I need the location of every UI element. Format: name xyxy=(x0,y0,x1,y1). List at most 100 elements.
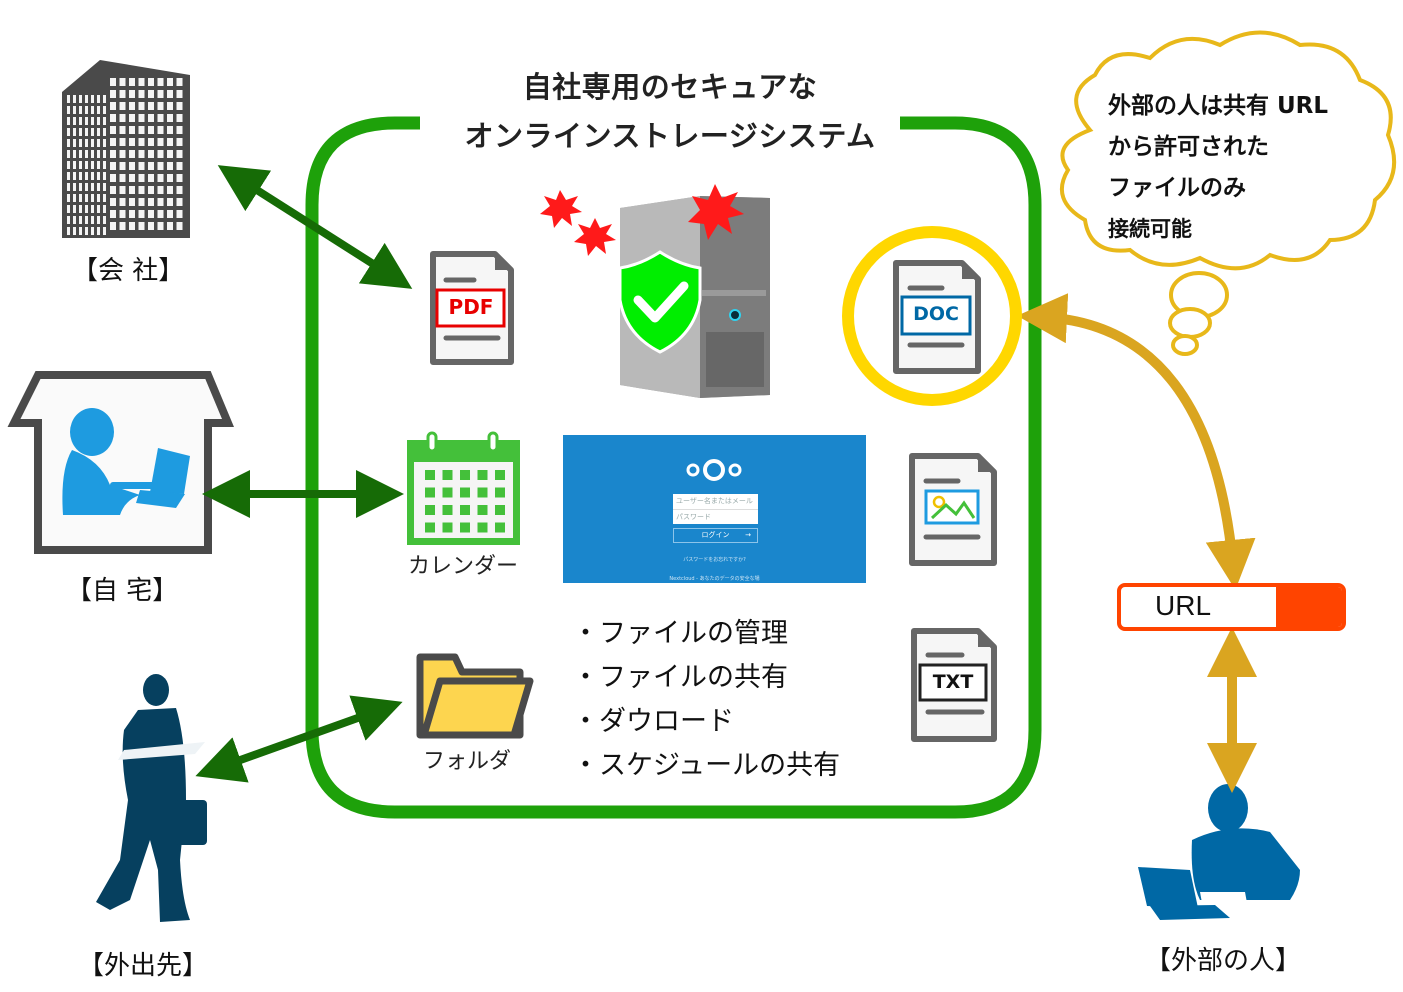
forgot-password-link[interactable]: パスワードをお忘れですか? xyxy=(683,557,746,563)
building-window xyxy=(119,138,126,146)
building-window xyxy=(67,128,70,136)
building-window xyxy=(157,186,164,194)
building-window xyxy=(167,150,173,158)
arrow-doc-url xyxy=(1017,293,1256,590)
building-window xyxy=(138,90,145,98)
building-window xyxy=(129,210,135,218)
building-window xyxy=(73,117,76,125)
building-window xyxy=(167,102,173,110)
building-window xyxy=(167,126,173,134)
building-window xyxy=(73,150,76,158)
building-window xyxy=(73,106,76,114)
calendar-day xyxy=(495,470,505,480)
building-window xyxy=(85,128,88,136)
building-window xyxy=(157,90,164,98)
building-window xyxy=(148,186,154,194)
calendar-day xyxy=(442,487,453,498)
building-window xyxy=(119,126,126,134)
thought-cloud xyxy=(1059,30,1397,356)
building-window xyxy=(97,227,100,235)
cloud-line: ファイルのみ xyxy=(1108,175,1246,201)
building-window xyxy=(79,161,82,169)
building-window xyxy=(119,210,126,218)
building-window xyxy=(110,138,116,146)
login-button-label: ログイン xyxy=(701,531,730,539)
txt-file-icon xyxy=(911,628,997,742)
building-window xyxy=(176,198,183,206)
building-window xyxy=(103,205,106,213)
calendar-day xyxy=(442,505,453,515)
building-window xyxy=(97,150,100,158)
building-window xyxy=(110,162,116,170)
building-window xyxy=(129,150,135,158)
feature-item: ・ファイルの管理 xyxy=(572,618,788,649)
building-window xyxy=(167,198,173,206)
building-window xyxy=(91,139,94,147)
building-window xyxy=(85,117,88,125)
building-window xyxy=(138,114,145,122)
building-window xyxy=(167,78,173,86)
building-window xyxy=(79,128,82,136)
building-window xyxy=(67,150,70,158)
building-window xyxy=(67,183,70,191)
building-window xyxy=(97,172,100,180)
building-window xyxy=(119,198,126,206)
calendar-day xyxy=(425,470,435,480)
building-window xyxy=(79,216,82,224)
building-window xyxy=(67,106,70,114)
feature-item: ・ダウロード xyxy=(572,706,734,737)
building-window xyxy=(119,90,126,98)
calendar-day xyxy=(425,522,435,533)
building-window xyxy=(148,78,154,86)
building-window xyxy=(91,227,94,235)
building-window xyxy=(110,102,116,110)
username-input[interactable]: ユーザー名またはメールア! xyxy=(673,494,758,520)
building-window xyxy=(97,128,100,136)
building-window xyxy=(73,95,76,103)
folder-caption: フォルダ xyxy=(423,749,512,774)
building-window xyxy=(148,210,154,218)
pdf-file-icon xyxy=(430,251,514,365)
building-window xyxy=(138,198,145,206)
building-window xyxy=(176,90,183,98)
building-window xyxy=(167,174,173,182)
building-window xyxy=(67,216,70,224)
building-window xyxy=(129,126,135,134)
feature-item: ・スケジュールの共有 xyxy=(572,750,841,781)
calendar-day xyxy=(495,487,505,498)
building-window xyxy=(73,172,76,180)
building-window xyxy=(138,186,145,194)
building-window xyxy=(91,106,94,114)
calendar-day xyxy=(495,522,505,533)
building-window xyxy=(148,162,154,170)
office-building-icon xyxy=(62,60,190,238)
building-window xyxy=(103,227,106,235)
building-window xyxy=(138,174,145,182)
building-window xyxy=(67,95,70,103)
building-window xyxy=(97,117,100,125)
building-window xyxy=(129,162,135,170)
building-window xyxy=(103,95,106,103)
password-input[interactable]: パスワード xyxy=(673,509,758,524)
url-box-accent xyxy=(1276,587,1342,627)
system-boundary xyxy=(305,116,1042,819)
building-window xyxy=(73,205,76,213)
building-window xyxy=(103,117,106,125)
share-url-box[interactable]: URL xyxy=(1117,583,1346,631)
login-button[interactable]: ログイン → xyxy=(673,528,758,543)
building-window xyxy=(138,102,145,110)
calendar-day xyxy=(477,522,488,533)
building-window xyxy=(138,78,145,86)
cloud-bubble-text: 外部の人は共有 URL から許可された ファイルのみ 接続可能 xyxy=(1108,86,1328,250)
cloud-line: 接続可能 xyxy=(1108,217,1192,241)
building-window xyxy=(167,222,173,230)
building-window xyxy=(97,194,100,202)
building-window xyxy=(79,139,82,147)
building-window xyxy=(110,174,116,182)
building-window xyxy=(73,183,76,191)
building-window xyxy=(91,194,94,202)
building-window xyxy=(103,161,106,169)
building-window xyxy=(129,198,135,206)
building-window xyxy=(157,222,164,230)
person-laptop-icon xyxy=(62,408,190,515)
